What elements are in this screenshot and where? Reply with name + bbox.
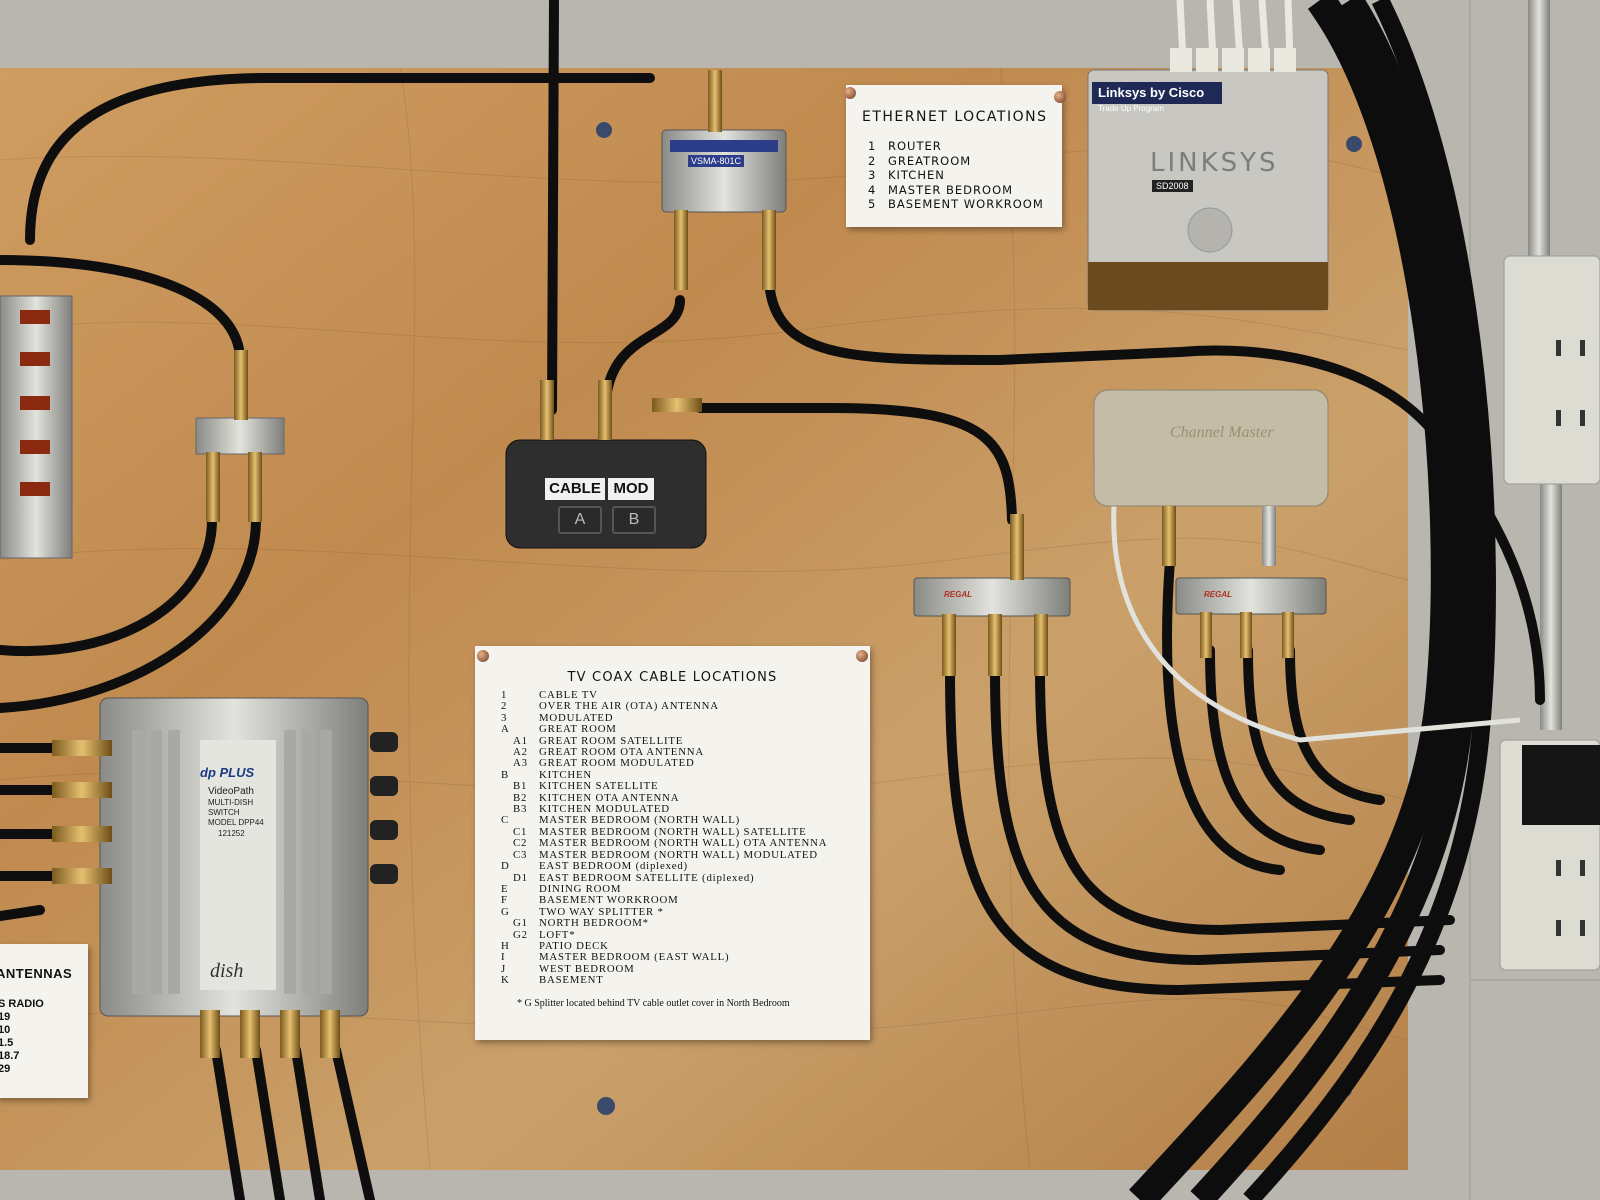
thumbtack-icon [856, 650, 868, 662]
linksys-model-label: SD2008 [1152, 180, 1193, 192]
conduit-pipe [1528, 0, 1550, 260]
amplifier-model-label: VSMA-801C [688, 155, 745, 167]
thumbtack-icon [477, 650, 489, 662]
antennas-sign-title: ANTENNAS [0, 966, 73, 981]
list-item: 1.5 [0, 1037, 14, 1049]
multiswitch-line2: SWITCH [208, 808, 240, 817]
tv-sign-title: TV COAX CABLE LOCATIONS [567, 670, 778, 685]
regal-splitter-brand: REGAL [944, 590, 972, 599]
two-way-splitter-left [195, 417, 285, 455]
ethernet-sign-title: ETHERNET LOCATIONS [862, 109, 1048, 125]
thumbtack-icon [1054, 91, 1066, 103]
tv-sign-note: * G Splitter located behind TV cable out… [517, 998, 790, 1009]
coax-cables [0, 0, 1545, 1200]
regal-splitter-brand-2: REGAL [1204, 590, 1232, 599]
list-item: 10 [0, 1024, 11, 1036]
antennas-sign: ANTENNAS S RADIO 19 10 1.5 18.7 29 [0, 944, 88, 1098]
thumbtack-icon [844, 87, 856, 99]
multiswitch-number: 121252 [218, 829, 245, 838]
multiswitch-maker-logo: dish [210, 960, 244, 982]
cable-bundle [1129, 0, 1496, 1200]
multiswitch-model: MODEL DPP44 [208, 818, 264, 827]
list-item: 19 [0, 1011, 11, 1023]
multiswitch-brand: dp PLUS [200, 765, 255, 780]
multiswitch-line1: MULTI-DISH [208, 798, 254, 807]
list-item: 29 [0, 1063, 11, 1075]
multiswitch-name: VideoPath [208, 786, 254, 797]
ab-switch-box [505, 439, 707, 549]
linksys-brand-label: Linksys by Cisco [1092, 82, 1222, 104]
ab-switch-button-b[interactable]: B [612, 506, 656, 534]
power-outlet-upper [1503, 255, 1600, 485]
ab-switch-cable-label: CABLE [545, 478, 605, 500]
linksys-logo: LINKSYS [1150, 148, 1279, 178]
antenna-list: S RADIO 19 10 1.5 18.7 29 [0, 998, 44, 1076]
list-item: S RADIO [0, 998, 44, 1010]
regal-splitter-3way [913, 577, 1071, 617]
regal-splitter-4way [1175, 577, 1327, 615]
channel-master-logo: Channel Master [1170, 424, 1274, 441]
power-adapter [1522, 745, 1600, 825]
ab-switch-button-a[interactable]: A [558, 506, 602, 534]
linksys-subbrand-label: Trade Up Program [1098, 104, 1164, 113]
channel-master-amp [1093, 389, 1329, 507]
left-diplexer [0, 295, 73, 559]
list-item: 18.7 [0, 1050, 20, 1062]
ab-switch-mod-label: MOD [608, 478, 654, 500]
